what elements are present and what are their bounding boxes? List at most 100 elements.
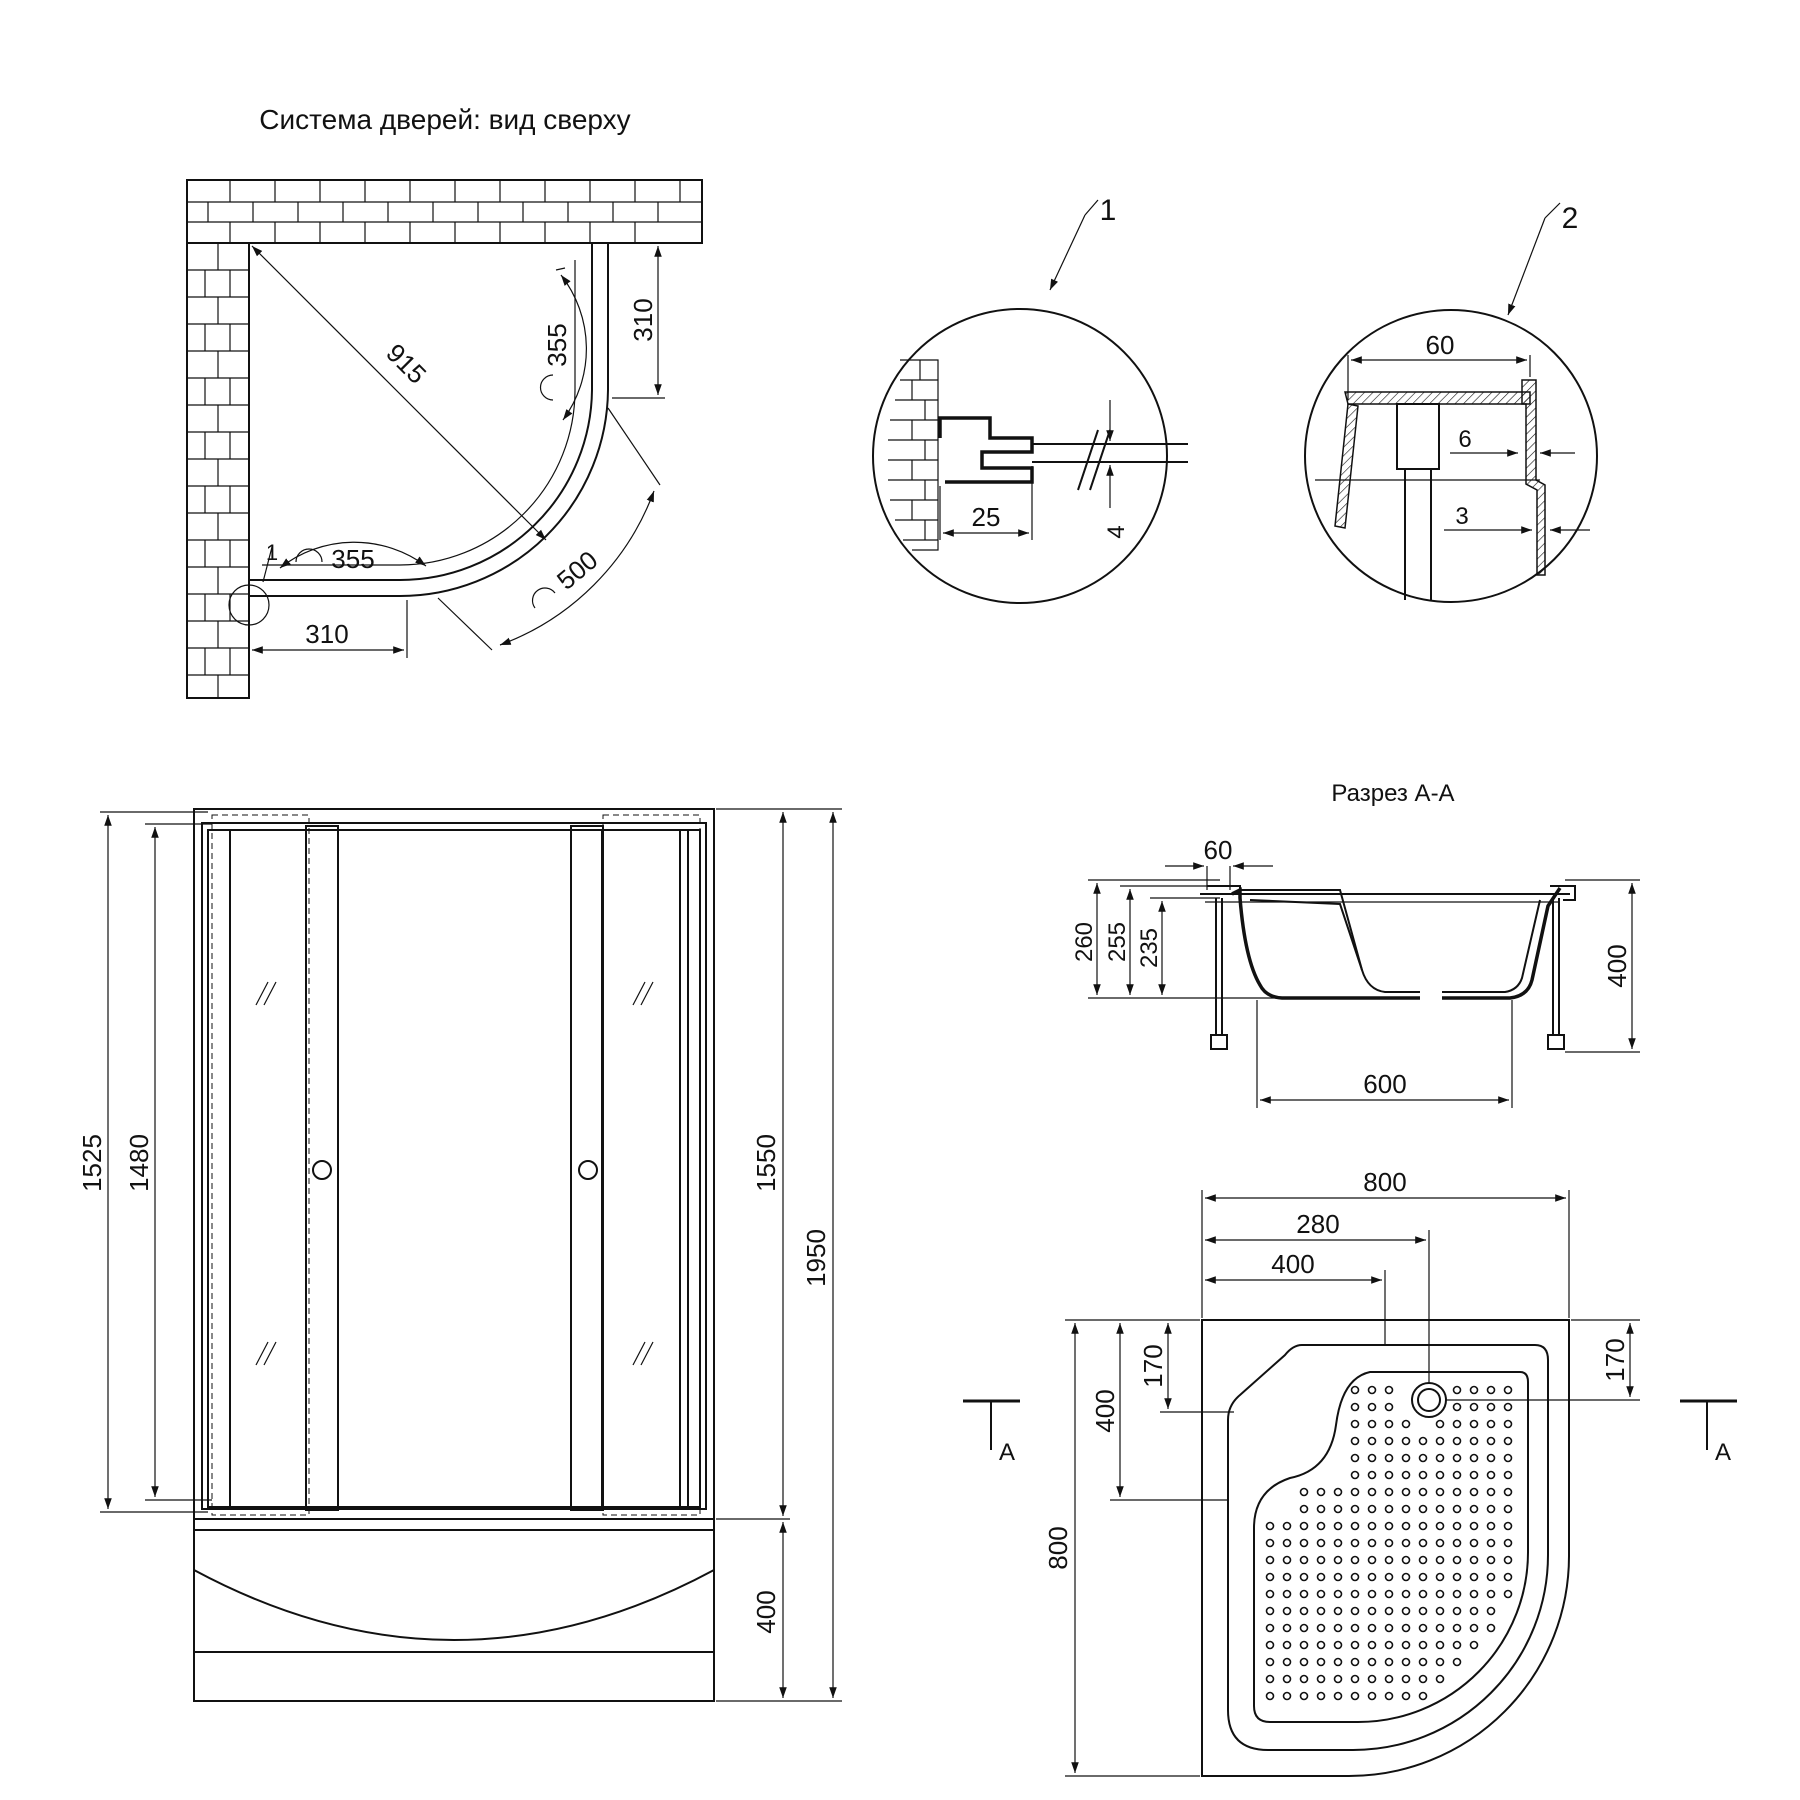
tray-dot (1367, 1691, 1377, 1701)
tray-dot (1316, 1691, 1326, 1701)
tray-dot (1350, 1402, 1360, 1412)
tray-dot (1435, 1453, 1445, 1463)
door-handle-right (578, 1160, 598, 1180)
dim-tray-400-left: 400 (1090, 1389, 1120, 1432)
dim-detail1-gap: 25 (972, 502, 1001, 532)
dim-front-1550: 1550 (751, 1134, 781, 1192)
tray-dot (1401, 1504, 1411, 1514)
tray-dot (1469, 1504, 1479, 1514)
tray-dot (1282, 1640, 1292, 1650)
tray-dot (1503, 1504, 1513, 1514)
tray-dot (1452, 1572, 1462, 1582)
tray-dot (1435, 1487, 1445, 1497)
tray-dot (1435, 1657, 1445, 1667)
enclosure-outline (249, 242, 609, 597)
tray-dot (1486, 1606, 1496, 1616)
dim-detail2-inner: 6 (1458, 426, 1471, 453)
tray-dot (1384, 1504, 1394, 1514)
tray-dot (1384, 1691, 1394, 1701)
tray-dot (1435, 1640, 1445, 1650)
dim-front-1525: 1525 (77, 1134, 107, 1192)
tray-dot (1333, 1606, 1343, 1616)
tray-dot (1350, 1623, 1360, 1633)
tray-dot (1469, 1589, 1479, 1599)
tray-dot (1401, 1691, 1411, 1701)
tray-dot (1350, 1691, 1360, 1701)
tray-dot (1486, 1555, 1496, 1565)
tray-dot (1435, 1521, 1445, 1531)
tray-dot (1299, 1487, 1309, 1497)
tray-dot (1384, 1589, 1394, 1599)
tray-dot (1469, 1487, 1479, 1497)
tray-dot (1503, 1589, 1513, 1599)
tray-dot (1384, 1385, 1394, 1395)
dim-detail2-wall: 3 (1455, 503, 1468, 530)
tray-dot (1418, 1691, 1428, 1701)
dim-tray-800w: 800 (1363, 1167, 1406, 1197)
tray-dot (1265, 1606, 1275, 1616)
tray-dot (1316, 1674, 1326, 1684)
tray-dot (1401, 1623, 1411, 1633)
tray-dot (1418, 1521, 1428, 1531)
tray-dot (1469, 1521, 1479, 1531)
dim-section-235: 235 (1136, 928, 1163, 968)
tray-dot (1384, 1487, 1394, 1497)
dim-front-1950: 1950 (801, 1229, 831, 1287)
dim-side-right: 310 (628, 298, 658, 341)
tray-dot (1452, 1521, 1462, 1531)
tray-dot (1350, 1589, 1360, 1599)
tray-dot (1435, 1419, 1445, 1429)
tray-dot (1435, 1674, 1445, 1684)
tray-dot (1435, 1555, 1445, 1565)
tray-dot (1486, 1538, 1496, 1548)
tray-dot (1282, 1657, 1292, 1667)
top-view-title: Система дверей: вид сверху (259, 104, 630, 135)
tray-dot (1350, 1538, 1360, 1548)
section-marker-right-label: A (1715, 1439, 1731, 1466)
tray-dot (1452, 1657, 1462, 1667)
tray-dot (1367, 1402, 1377, 1412)
tray-dot (1486, 1487, 1496, 1497)
tray-dot (1469, 1385, 1479, 1395)
dim-front-1480: 1480 (124, 1134, 154, 1192)
tray-dot (1299, 1657, 1309, 1667)
tray-dot (1452, 1385, 1462, 1395)
tray-dot (1316, 1640, 1326, 1650)
tray-dot (1350, 1436, 1360, 1446)
tray-dot (1367, 1674, 1377, 1684)
tray-dot (1367, 1504, 1377, 1514)
tray-dot (1316, 1572, 1326, 1582)
tray-dot (1401, 1674, 1411, 1684)
tray-dot (1452, 1419, 1462, 1429)
tray-dot (1265, 1691, 1275, 1701)
dim-tray-280: 280 (1296, 1209, 1339, 1239)
tray-dot (1486, 1589, 1496, 1599)
tray-dot (1469, 1419, 1479, 1429)
section-marker-left: A (963, 1399, 1020, 1466)
tray-dot (1418, 1504, 1428, 1514)
tray-dot (1401, 1657, 1411, 1667)
tray-dot (1282, 1538, 1292, 1548)
tray-dot (1350, 1470, 1360, 1480)
tray-dot (1503, 1572, 1513, 1582)
tray-dot (1401, 1589, 1411, 1599)
tray-dot (1367, 1385, 1377, 1395)
tray-dot (1452, 1589, 1462, 1599)
tray-dot (1503, 1453, 1513, 1463)
tray-dot (1350, 1657, 1360, 1667)
tray-dot (1435, 1572, 1445, 1582)
tray-dot (1452, 1606, 1462, 1616)
tray-dot (1282, 1606, 1292, 1616)
tray-dot (1282, 1691, 1292, 1701)
tray-dot (1367, 1436, 1377, 1446)
tray-dot (1282, 1623, 1292, 1633)
dim-section-400: 400 (1602, 944, 1632, 987)
tray-dot (1265, 1674, 1275, 1684)
tray-dot (1452, 1555, 1462, 1565)
dim-detail2-width: 60 (1426, 330, 1455, 360)
tray-plan: 800 280 400 800 400 170 170 A (963, 1167, 1737, 1777)
tray-dot (1384, 1674, 1394, 1684)
tray-dot (1418, 1640, 1428, 1650)
tray-dot (1316, 1589, 1326, 1599)
detail-1: 1 25 4 (872, 194, 1188, 604)
